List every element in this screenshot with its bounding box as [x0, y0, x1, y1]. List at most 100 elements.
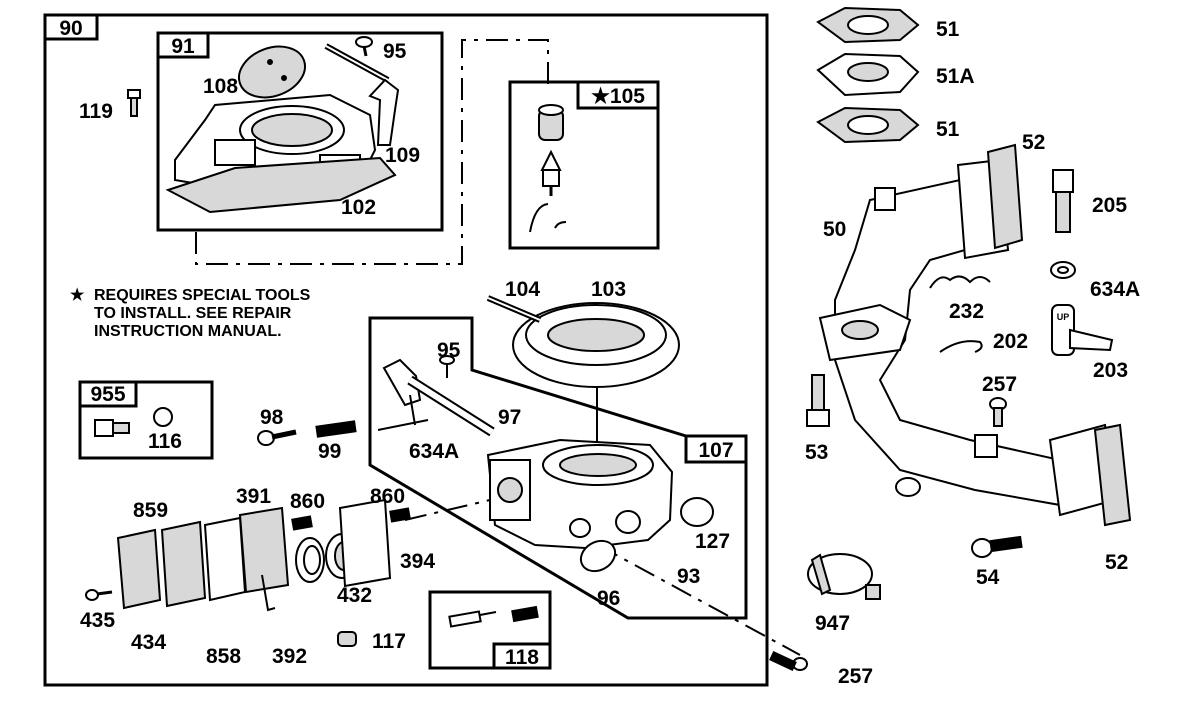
washer-634A-right: [1050, 261, 1076, 279]
label-51-top: 51: [936, 18, 960, 41]
spring-860-right: [389, 507, 411, 523]
label-box-107: 107: [698, 439, 733, 462]
screw-257-right: [989, 397, 1007, 427]
label-54: 54: [976, 566, 1000, 589]
label-859: 859: [133, 499, 168, 522]
label-947: 947: [815, 612, 850, 635]
label-858: 858: [206, 645, 241, 668]
box-90: [43, 13, 99, 41]
upper-body-gasket: [165, 156, 397, 214]
label-50: 50: [823, 218, 846, 241]
box-118: [492, 642, 552, 670]
label-434: 434: [131, 631, 166, 654]
idle-speed-screw-117: [337, 631, 357, 647]
gasket-52-top: [986, 143, 1024, 250]
pump-spring-392: [295, 537, 325, 583]
note-line-3: INSTRUCTION MANUAL.: [94, 323, 282, 340]
spacer-51A: [816, 52, 920, 97]
throttle-plate: [238, 45, 306, 99]
label-108: 108: [203, 75, 238, 98]
label-117: 117: [372, 630, 406, 653]
carburetor-assembly-frame: [43, 13, 769, 687]
label-104: 104: [505, 278, 540, 301]
label-127: 127: [695, 530, 730, 553]
note-star: ★: [70, 287, 85, 304]
screw-955: [94, 419, 130, 437]
note-line-2: TO INSTALL. SEE REPAIR: [94, 305, 292, 322]
inlet-needle: [540, 149, 562, 196]
screw-257-bottom: [769, 650, 808, 672]
label-860-right: 860: [370, 485, 405, 508]
washer-116: [153, 407, 173, 427]
spring-99: [315, 420, 357, 438]
label-435: 435: [80, 609, 115, 632]
pump-cover-434: [116, 528, 162, 610]
note-line-1: REQUIRES SPECIAL TOOLS: [94, 287, 311, 304]
up-mark: UP: [1057, 312, 1070, 322]
label-93: 93: [677, 565, 700, 588]
label-203: 203: [1093, 359, 1128, 382]
label-232: 232: [949, 300, 984, 323]
label-95-lower: 95: [437, 339, 461, 362]
screw-119: [127, 89, 141, 117]
label-257-bottom: 257: [838, 665, 873, 688]
label-116: 116: [148, 430, 182, 453]
throttle-shaft: [324, 43, 400, 146]
box-105: [576, 80, 660, 110]
label-53: 53: [805, 441, 828, 464]
gasket-51-bottom: [816, 106, 920, 144]
screw-435: [85, 589, 113, 601]
screw-54: [971, 535, 1023, 558]
screw-53: [806, 374, 830, 427]
needle-kit-118: [448, 605, 539, 628]
label-96: 96: [597, 587, 620, 610]
link-202: [939, 340, 983, 353]
screw-95-top: [355, 36, 373, 57]
spring-alignment-line: [377, 419, 429, 431]
pump-body-391: [238, 506, 290, 612]
label-box-955: 955: [90, 383, 125, 406]
float-103: [512, 302, 680, 388]
box-955: [78, 380, 138, 408]
spring-link-line: [404, 499, 491, 521]
solenoid-947: [807, 553, 881, 600]
label-432: 432: [337, 584, 372, 607]
label-95-top: 95: [383, 40, 407, 63]
spring-232: [929, 275, 991, 289]
pump-diaphragm-394: [338, 498, 392, 588]
label-52-bottom: 52: [1105, 551, 1128, 574]
assembly-link-line: [195, 39, 549, 265]
screw-kit-frame: [78, 380, 214, 460]
label-52-top: 52: [1022, 131, 1045, 154]
bolt-205: [1052, 169, 1074, 233]
label-202: 202: [993, 330, 1028, 353]
box-107: [684, 434, 748, 464]
label-257-right: 257: [982, 373, 1017, 396]
choke-plate-96: [579, 539, 617, 573]
gasket-52-bottom: [1093, 423, 1132, 527]
choke-shaft: [382, 358, 495, 437]
label-51A: 51A: [936, 65, 975, 88]
label-109: 109: [385, 144, 420, 167]
label-97: 97: [498, 406, 521, 429]
welch-plug-127: [680, 497, 714, 527]
label-634A-left: 634A: [409, 440, 459, 463]
label-392: 392: [272, 645, 307, 668]
label-box-105: ★105: [591, 85, 645, 108]
label-98: 98: [260, 406, 284, 429]
screw-alignment-line: [597, 544, 801, 656]
spring-860-left: [291, 515, 313, 531]
screw-98: [257, 429, 297, 446]
label-634A-right: 634A: [1090, 278, 1140, 301]
label-99: 99: [318, 440, 341, 463]
label-205: 205: [1092, 194, 1127, 217]
label-860-left: 860: [290, 490, 325, 513]
label-box-118: 118: [505, 646, 539, 669]
label-103: 103: [591, 278, 626, 301]
carburetor-body: [486, 438, 674, 550]
label-51-bottom: 51: [936, 118, 960, 141]
label-box-90: 90: [59, 17, 82, 40]
label-394: 394: [400, 550, 435, 573]
label-119: 119: [79, 100, 113, 123]
